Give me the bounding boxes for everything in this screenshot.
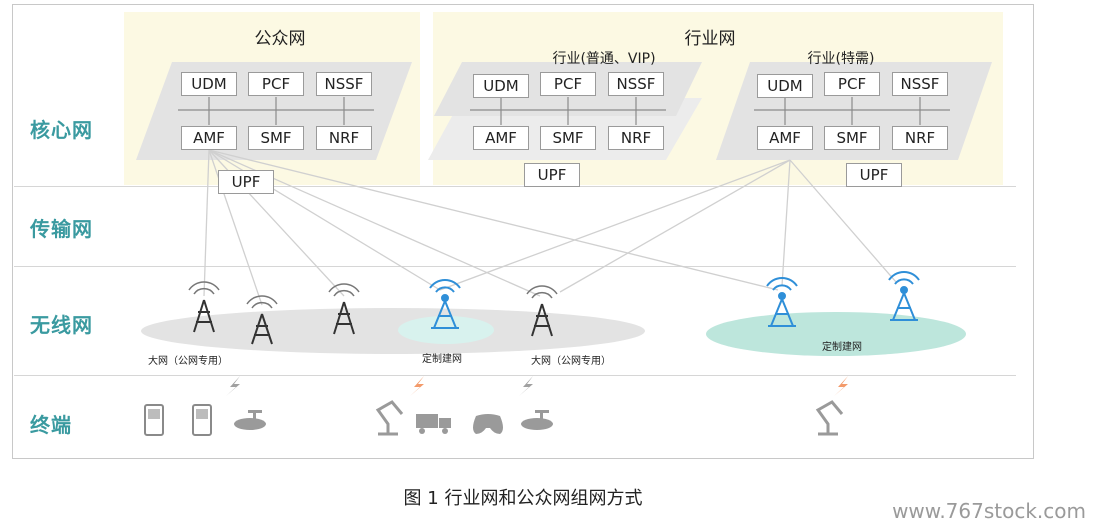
public-udm: UDM [181, 72, 237, 96]
gray-tower [188, 281, 558, 345]
blue-tower [429, 271, 920, 329]
custom-network-label-2: 定制建网 [822, 342, 862, 353]
lightning-icon [226, 376, 533, 396]
layer-label-core: 核心网 [30, 118, 93, 142]
macro-network-ellipse [141, 308, 645, 354]
public-nssf: NSSF [316, 72, 372, 96]
divider-wireless-terminal [14, 375, 1016, 376]
layer-label-wireless: 无线网 [30, 313, 93, 337]
macro-network-label-1: 大网（公网专用） [148, 356, 228, 367]
public-pcf: PCF [248, 72, 304, 96]
figure-caption: 图 1 行业网和公众网组网方式 [403, 488, 643, 509]
robot-arm-icon [375, 400, 844, 436]
truck-icon [416, 414, 451, 434]
layer-label-transport: 传输网 [30, 217, 93, 241]
industry-network-title: 行业网 [684, 29, 736, 49]
industry-special-amf: AMF [757, 126, 813, 150]
public-amf: AMF [181, 126, 237, 150]
divider-core-transport [14, 186, 1016, 187]
layer-label-terminal: 终端 [30, 413, 72, 437]
divider-transport-wireless [14, 266, 1016, 267]
industry-special-pcf: PCF [824, 72, 880, 96]
industry-general-nssf: NSSF [608, 72, 664, 96]
watermark: www.767stock.com [892, 499, 1086, 523]
industry-general-upf: UPF [524, 163, 580, 187]
industry-special-smf: SMF [824, 126, 880, 150]
lightning-orange-icon [410, 376, 848, 396]
public-network-title: 公众网 [254, 29, 306, 49]
gamepad-icon [473, 414, 503, 434]
industry-special-nrf: NRF [892, 126, 948, 150]
industry-special-upf: UPF [846, 163, 902, 187]
custom-cell-ellipse-small [398, 316, 494, 344]
industry-special-nssf: NSSF [892, 72, 948, 96]
industry-general-title: 行业(普通、VIP) [552, 51, 656, 67]
industry-general-smf: SMF [540, 126, 596, 150]
phone-icon [144, 404, 212, 436]
public-smf: SMF [248, 126, 304, 150]
custom-network-label-1: 定制建网 [422, 354, 462, 365]
industry-general-amf: AMF [473, 126, 529, 150]
industry-special-udm: UDM [757, 74, 813, 98]
industry-general-nrf: NRF [608, 126, 664, 150]
public-upf: UPF [218, 170, 274, 194]
custom-network-ellipse [706, 312, 966, 356]
industry-special-title: 行业(特需) [807, 51, 875, 67]
public-nrf: NRF [316, 126, 372, 150]
drone-icon [234, 410, 553, 430]
macro-network-label-2: 大网（公网专用） [531, 356, 611, 367]
industry-general-pcf: PCF [540, 72, 596, 96]
industry-general-udm: UDM [473, 74, 529, 98]
